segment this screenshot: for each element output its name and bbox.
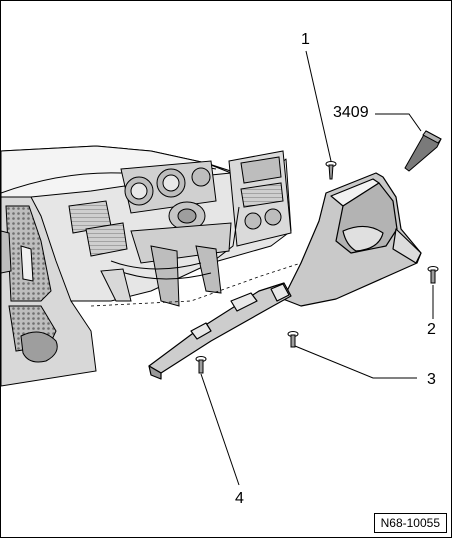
callout-tool-3409: 3409 — [333, 104, 369, 121]
callout-4: 4 — [235, 490, 244, 507]
trim-panel — [282, 172, 422, 307]
air-vent-left — [68, 200, 128, 257]
callout-1: 1 — [301, 31, 310, 48]
callout-2: 2 — [427, 321, 436, 338]
floor-outline — [90, 262, 302, 307]
reference-label: N68-10055 — [373, 513, 447, 533]
screw-icon — [325, 161, 337, 180]
footwell-strip — [148, 282, 292, 380]
callout-3: 3 — [427, 371, 436, 388]
clip-icon — [195, 266, 439, 374]
door-panel — [1, 196, 97, 387]
leader-lines — [200, 50, 434, 486]
instrument-cluster — [120, 160, 217, 214]
center-console — [210, 150, 292, 264]
wedge-tool-icon — [404, 130, 442, 172]
steering-column — [100, 201, 232, 307]
